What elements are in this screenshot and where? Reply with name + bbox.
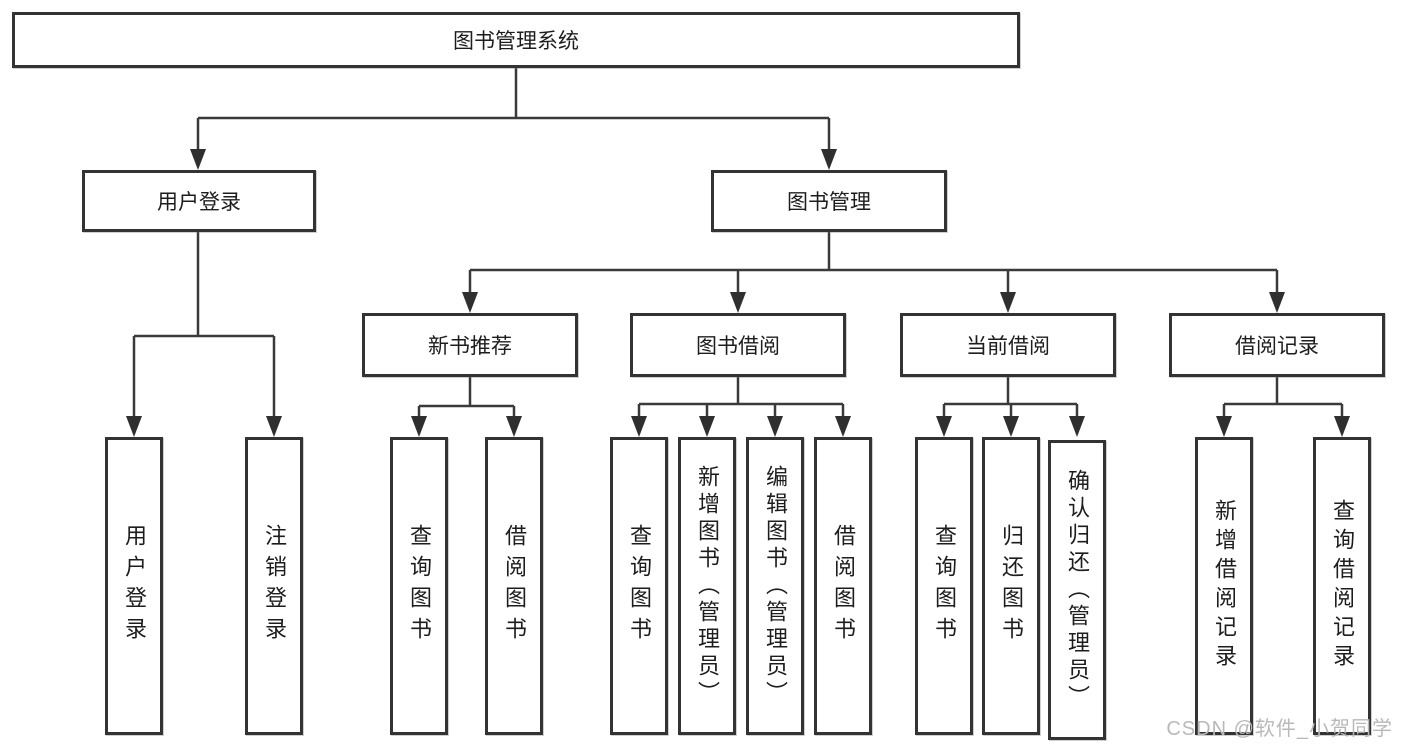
leaf-confirm-return-admin: 确认归还（管理员）: [1048, 440, 1106, 740]
leaf-query-books-recommend: 查询图书: [390, 437, 448, 735]
leaf-query-borrow-record: 查询借阅记录: [1313, 437, 1371, 735]
csdn-watermark: CSDN @软件_小贺同学: [1166, 718, 1393, 740]
node-user-login: 用户登录: [82, 170, 316, 232]
leaf-edit-book-admin: 编辑图书（管理员）: [746, 437, 804, 735]
leaf-return-books: 归还图书: [982, 437, 1040, 735]
leaf-query-books-current: 查询图书: [915, 437, 973, 735]
node-book-borrow: 图书借阅: [630, 313, 846, 377]
leaf-add-book-admin: 新增图书（管理员）: [678, 437, 736, 735]
node-new-book-recommend: 新书推荐: [362, 313, 578, 377]
node-book-management: 图书管理: [711, 170, 947, 232]
node-borrow-records: 借阅记录: [1169, 313, 1385, 377]
leaf-borrow-books: 借阅图书: [814, 437, 872, 735]
leaf-query-books-borrow: 查询图书: [610, 437, 668, 735]
node-library-management-system: 图书管理系统: [12, 12, 1020, 68]
leaf-add-borrow-record: 新增借阅记录: [1195, 437, 1253, 735]
leaf-logout: 注销登录: [245, 437, 303, 735]
leaf-borrow-books-recommend: 借阅图书: [485, 437, 543, 735]
node-current-borrow: 当前借阅: [900, 313, 1116, 377]
leaf-user-login: 用户登录: [105, 437, 163, 735]
